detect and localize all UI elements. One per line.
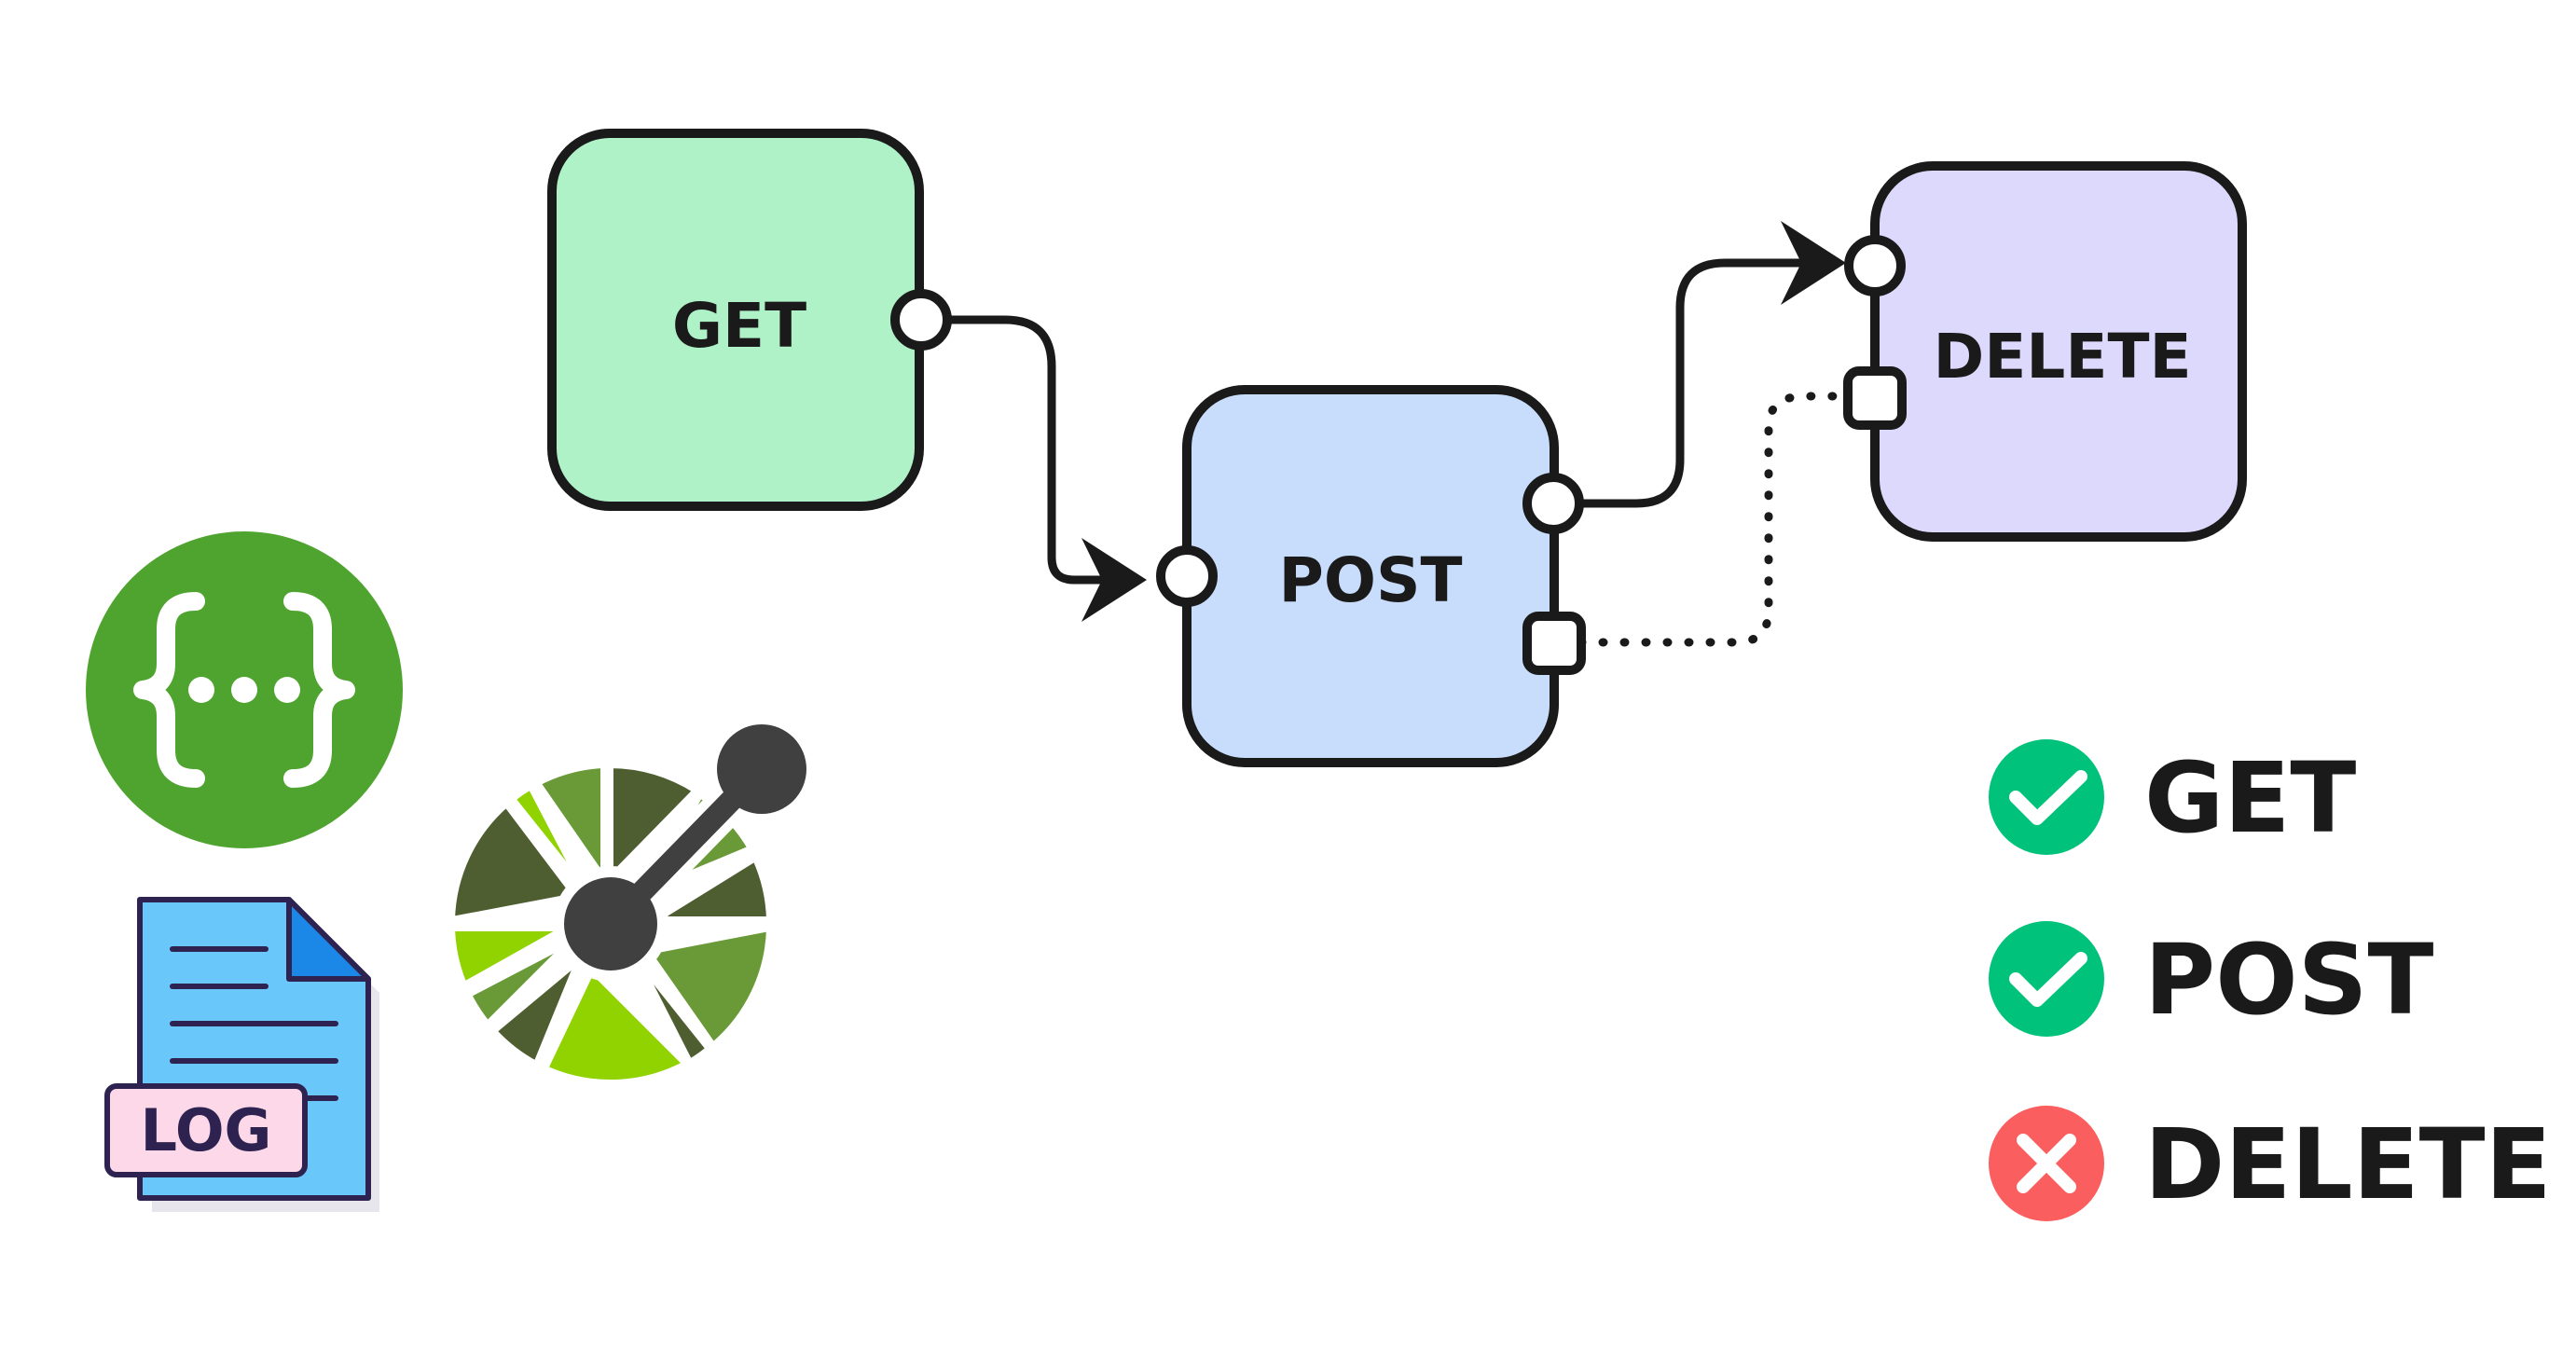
- port-delete-in[interactable]: [1844, 235, 1906, 296]
- arrowhead-post: [1081, 538, 1147, 622]
- log-label: LOG: [141, 1096, 272, 1164]
- edge-post-to-delete: [1549, 258, 1823, 508]
- port-get-out[interactable]: [890, 289, 952, 351]
- node-post-label: POST: [1278, 544, 1462, 616]
- legend-item-delete: DELETE: [1989, 1106, 2552, 1221]
- node-get-label: GET: [672, 290, 806, 362]
- edge-get-to-post: [916, 315, 1140, 585]
- port-post-out[interactable]: [1522, 473, 1584, 534]
- node-get[interactable]: GET: [547, 129, 924, 511]
- node-delete[interactable]: DELETE: [1870, 161, 2247, 542]
- check-icon: [1989, 739, 2104, 855]
- edge-post-to-delete-dotted: [1577, 392, 1853, 647]
- port-post-in[interactable]: [1156, 545, 1218, 607]
- legend-item-post: POST: [1989, 921, 2434, 1037]
- port-post-out-square[interactable]: [1522, 612, 1586, 675]
- check-icon: [1989, 921, 2104, 1037]
- port-delete-in-square[interactable]: [1843, 366, 1907, 430]
- legend-label-delete: DELETE: [2144, 1108, 2552, 1221]
- swagger-icon: [86, 531, 403, 848]
- log-file-icon: LOG: [104, 897, 379, 1212]
- legend-label-get: GET: [2144, 741, 2356, 855]
- legend: GET POST DELETE: [1989, 739, 2552, 1221]
- node-delete-label: DELETE: [1933, 321, 2191, 392]
- node-post[interactable]: POST: [1182, 385, 1559, 767]
- arrowhead-delete: [1781, 221, 1846, 305]
- connectors: [916, 258, 1853, 647]
- legend-label-post: POST: [2144, 923, 2434, 1037]
- legend-item-get: GET: [1989, 739, 2356, 855]
- openapi-icon: [448, 724, 806, 1086]
